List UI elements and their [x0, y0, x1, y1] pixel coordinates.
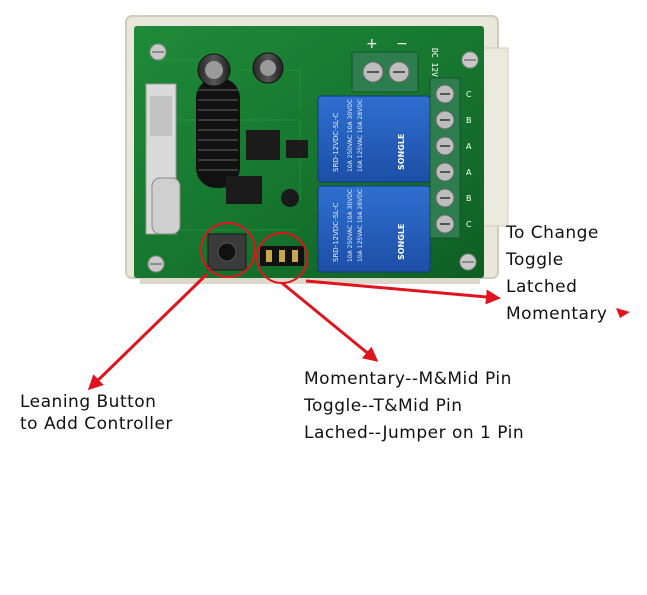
- learn-push-button: [207, 233, 247, 271]
- terminal-label-bottom-b: B: [466, 194, 472, 203]
- mode-change-line-2: Toggle: [506, 250, 564, 270]
- antenna-coil: [196, 78, 240, 188]
- ic-chips: [226, 130, 308, 204]
- relay-1-rating-2: 10A 125VAC 10A 28VDC: [357, 99, 364, 172]
- jumper-setting-latched: Lached--Jumper on 1 Pin: [304, 423, 525, 443]
- mode-change-line-3: Latched: [506, 277, 578, 297]
- jumper-setting-toggle: Toggle--T&Mid Pin: [304, 396, 463, 416]
- arrow-to-mode-note: [305, 279, 501, 305]
- dc-terminal-block: [351, 51, 419, 93]
- pcb-dc-label: DC 12V: [430, 48, 439, 77]
- capacitor-group: [197, 52, 299, 207]
- terminal-label-bottom-a: A: [466, 168, 472, 177]
- jumper-setting-momentary: Momentary--M&Mid Pin: [304, 369, 512, 389]
- mode-change-line-1: To Change: [506, 223, 599, 243]
- mode-change-line-4: Momentary: [506, 304, 608, 324]
- mode-jumper-header: [260, 246, 304, 266]
- relay-1-model: SRD-12VDC-SL-C: [332, 113, 340, 172]
- relay-1-rating-1: 10A 250VAC 10A 30VDC: [347, 99, 354, 172]
- terminal-label-top-c: C: [466, 90, 472, 99]
- relay-2-model: SRD-12VDC-SL-C: [332, 203, 340, 262]
- terminal-label-top-a: A: [466, 142, 472, 151]
- learn-button-note: Leaning Button to Add Controller: [20, 391, 173, 435]
- relay-1: SRD-12VDC-SL-C 10A 250VAC 10A 30VDC 10A …: [317, 95, 431, 183]
- terminal-label-top-b: B: [466, 116, 472, 125]
- learn-button-highlight-circle: [200, 222, 256, 278]
- relay-2-brand: SONGLE: [397, 224, 406, 260]
- relay-2: SRD-12VDC-SL-C 10A 250VAC 10A 30VDC 10A …: [317, 185, 431, 273]
- terminal-label-bottom-c: C: [466, 220, 472, 229]
- relay-2-rating-1: 10A 250VAC 10A 30VDC: [347, 189, 354, 262]
- jumper-settings-note: Momentary--M&Mid Pin Toggle--T&Mid Pin L…: [304, 366, 524, 447]
- arrow-to-jumper-note: [281, 281, 379, 362]
- pcb-polarity-plus: +: [366, 36, 378, 52]
- small-arrow-tail: [616, 308, 630, 318]
- pcb-polarity-minus: −: [396, 36, 408, 52]
- relay-2-rating-2: 10A 125VAC 10A 28VDC: [357, 189, 364, 262]
- mode-change-note: To Change Toggle Latched Momentary: [506, 220, 608, 328]
- relay-1-brand: SONGLE: [397, 134, 406, 170]
- learn-button-line-2: to Add Controller: [20, 414, 173, 434]
- output-terminal-block: [429, 77, 461, 239]
- arrow-to-learn-note: [87, 272, 209, 391]
- learn-button-line-1: Leaning Button: [20, 392, 157, 412]
- crystal-oscillator: [151, 177, 181, 235]
